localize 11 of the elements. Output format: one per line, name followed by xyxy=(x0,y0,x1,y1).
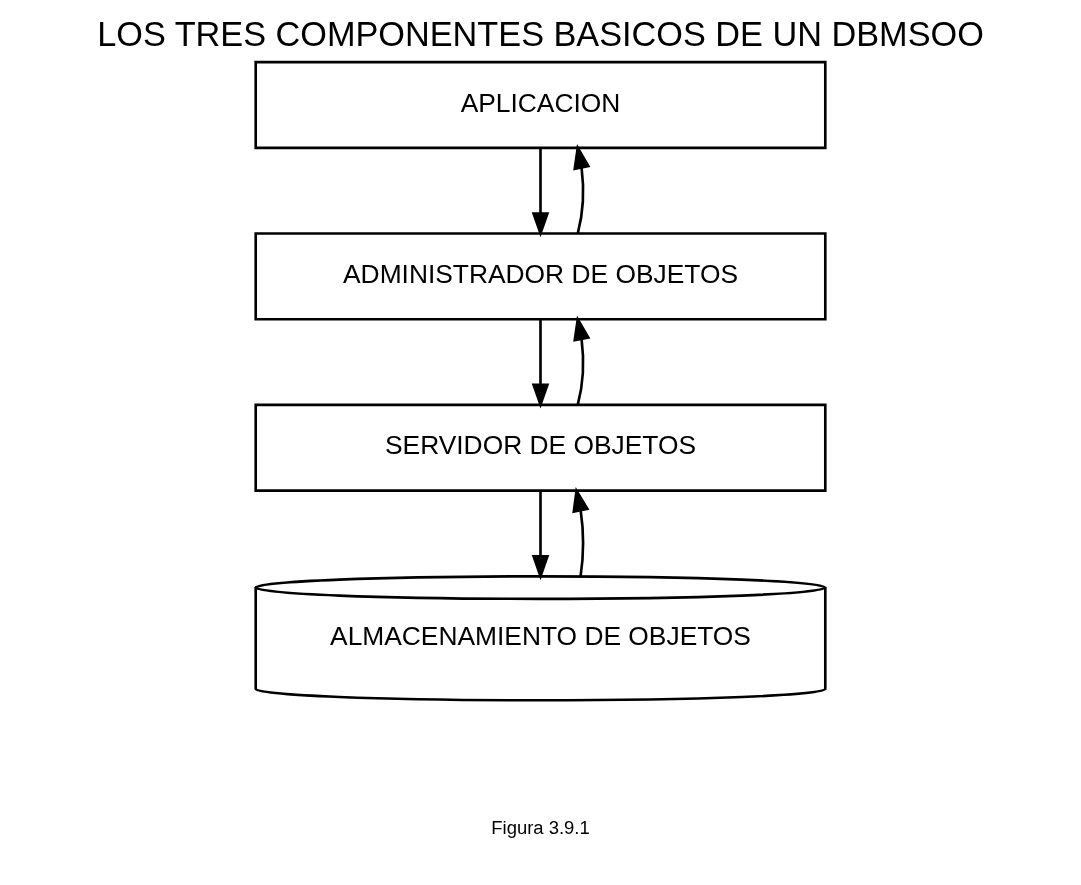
arrow xyxy=(531,319,550,409)
arrow xyxy=(573,144,591,234)
arrow xyxy=(531,490,550,581)
node-box: APLICACION xyxy=(254,60,827,150)
caption: Figura 3.9.1 xyxy=(491,816,590,838)
arrow xyxy=(573,315,591,405)
node-box: ADMINISTRADOR DE OBJETOS xyxy=(254,232,827,321)
arrow xyxy=(572,486,590,577)
node-box: SERVIDOR DE OBJETOS xyxy=(254,403,827,492)
arrow xyxy=(531,148,550,238)
diagram-title: LOS TRES COMPONENTES BASICOS DE UN DBMSOO xyxy=(97,15,984,54)
